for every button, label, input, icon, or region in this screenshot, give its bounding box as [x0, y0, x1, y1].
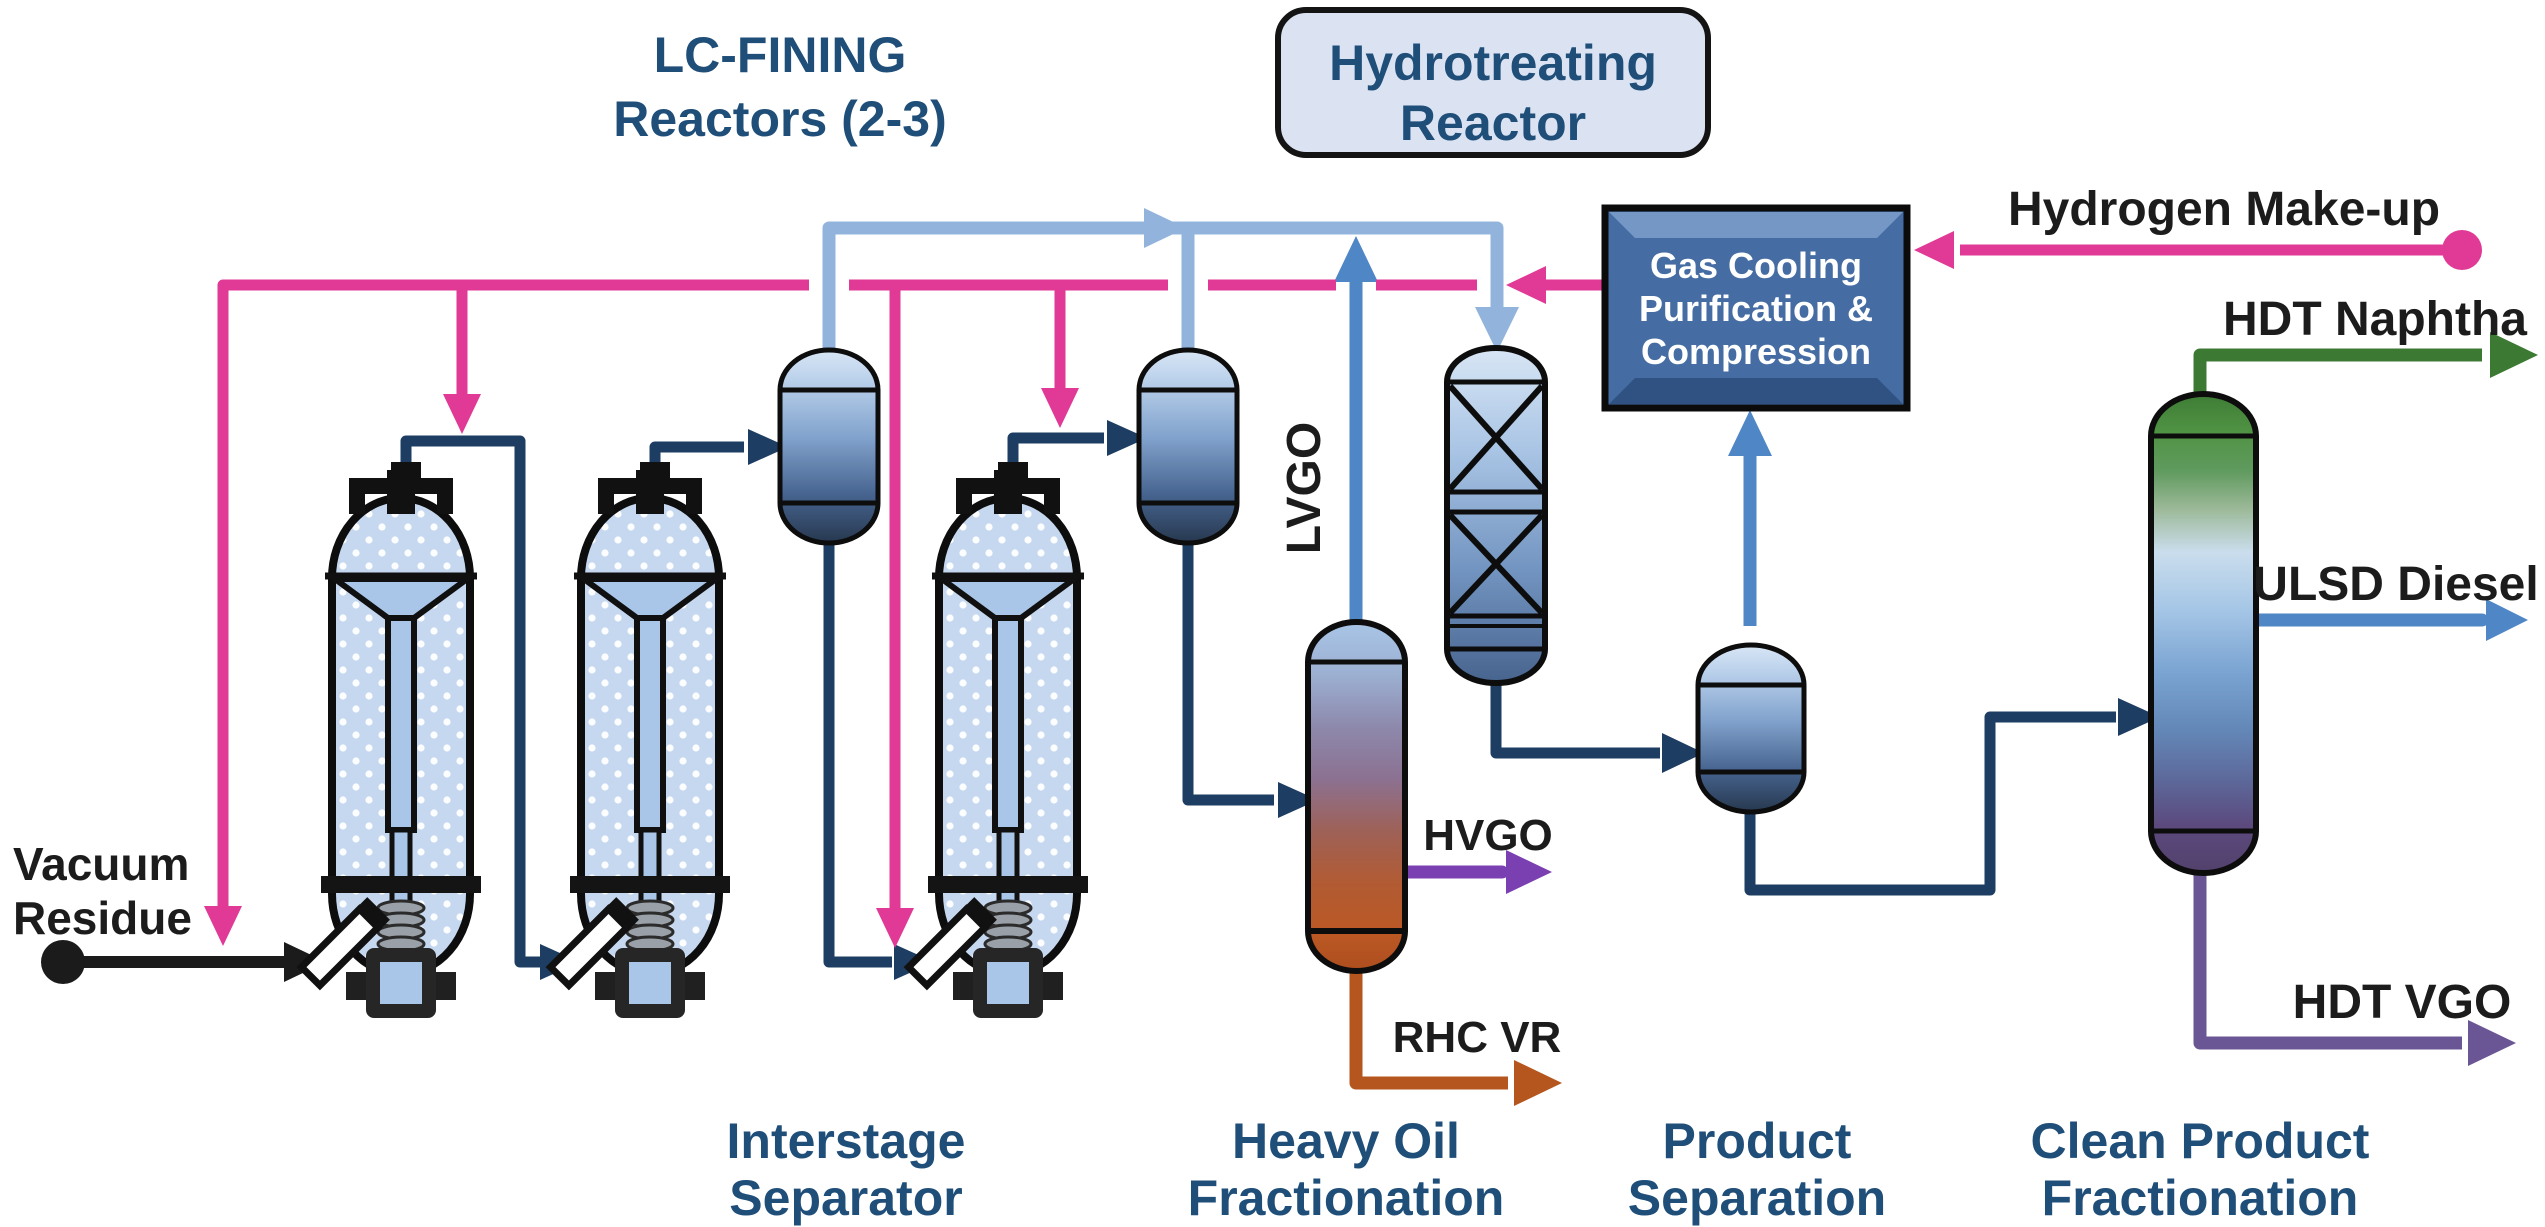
- label-lvgo: LVGO: [1278, 422, 1331, 554]
- vacuum-residue-origin-dot: [41, 940, 85, 984]
- packed-bed-x-marks: [1447, 384, 1545, 616]
- heavy-oil-fractionation-column: [1305, 619, 1408, 974]
- interstage-separator-1: [780, 350, 878, 543]
- label-gas-cooling-line2: Purification &: [1639, 288, 1873, 329]
- pipe-hdt-vgo: [2193, 866, 2462, 1050]
- rhc-vr-line: [1349, 962, 1562, 1106]
- arrowhead-into-separator2: [1107, 420, 1147, 456]
- arrowhead-rhc-vr: [1514, 1060, 1562, 1106]
- medium-blue-lines: [1334, 236, 2528, 641]
- arrowhead-lvgo: [1334, 236, 1378, 282]
- label-gas-cooling-line1: Gas Cooling: [1650, 245, 1862, 286]
- hvgo-line: [1398, 850, 1552, 894]
- box-bevel-bottom: [1609, 378, 1903, 404]
- label-hydrotreating-line1: Hydrotreating: [1329, 35, 1657, 91]
- lc-fining-reactor-3: [906, 462, 1088, 1018]
- arrowhead-hdt-naphtha: [2490, 332, 2538, 378]
- label-hdt-naphtha: HDT Naphtha: [2223, 293, 2527, 346]
- hdt-vgo-line: [2193, 866, 2516, 1066]
- pipe-separator1-to-reactor3: [823, 538, 892, 968]
- lc-fining-reactor-2: [548, 462, 730, 1018]
- label-interstage-line2: Separator: [729, 1170, 962, 1226]
- pipe-separator2-to-heavy-oil-column: [1182, 538, 1274, 806]
- label-clean-product-line1: Clean Product: [2031, 1113, 2370, 1169]
- arrowhead-into-separator1: [748, 429, 788, 465]
- arrowhead-h2-quench3: [1041, 388, 1079, 428]
- arrowhead-hdt-vgo: [2468, 1020, 2516, 1066]
- label-hdt-vgo: HDT VGO: [2293, 976, 2512, 1029]
- label-clean-product-line2: Fractionation: [2042, 1170, 2359, 1226]
- arrowhead-h2-quench1: [443, 394, 481, 434]
- arrowhead-into-hydrotreater: [1475, 307, 1519, 352]
- label-lc-fining-line1: LC-FINING: [654, 27, 907, 83]
- hydrogen-lines: [204, 230, 2482, 948]
- vacuum-residue-feed-line: [41, 940, 326, 984]
- arrowhead-into-gas-cooling: [1728, 410, 1772, 456]
- light-blue-vapor-lines: [822, 208, 1519, 352]
- arrowhead-hvgo: [1506, 850, 1552, 894]
- label-lc-fining-line2: Reactors (2-3): [613, 91, 946, 147]
- pipe-hydrotreater-to-product-separator: [1490, 676, 1660, 759]
- label-hydrotreating-line2: Reactor: [1400, 95, 1586, 151]
- pipe-rhc-vr: [1349, 962, 1508, 1090]
- label-rhc-vr: RHC VR: [1393, 1013, 1562, 1062]
- arrowhead-h2-to-feed: [204, 906, 242, 946]
- arrowhead-into-product-separator: [1662, 733, 1704, 773]
- hydrogen-makeup-origin-dot: [2442, 230, 2482, 270]
- label-hydrogen-makeup: Hydrogen Make-up: [2008, 183, 2440, 236]
- hydrotreating-label-box: [1275, 7, 1711, 158]
- arrowhead-makeup-into-box: [1914, 231, 1954, 269]
- pipe-recycle-h2-seg5: [217, 279, 809, 928]
- arrowhead-h2-quench2: [876, 908, 914, 948]
- product-separation-vessel: [1695, 642, 1807, 815]
- arrowhead-vapor-header: [1144, 208, 1186, 248]
- box-bevel-top: [1609, 212, 1903, 238]
- arrowhead-recycle-h2: [1506, 266, 1546, 304]
- label-hvgo: HVGO: [1423, 811, 1553, 860]
- pipe-reactor3-to-separator2: [1007, 432, 1104, 470]
- label-heavy-oil-line1: Heavy Oil: [1232, 1113, 1460, 1169]
- navy-process-lines: [400, 420, 2160, 980]
- label-gas-cooling-line3: Compression: [1641, 331, 1871, 372]
- gas-cooling-box: [1601, 204, 1911, 412]
- interstage-separator-2: [1139, 350, 1237, 543]
- label-ulsd-diesel: ULSD Diesel: [2253, 558, 2538, 611]
- arrowhead-into-heavy-oil-column: [1278, 782, 1318, 818]
- label-vacuum-residue-line1: Vacuum: [13, 838, 189, 890]
- lc-fining-reactor-1: [299, 462, 481, 1018]
- pipe-product-separator-to-clean-column: [1744, 711, 2116, 896]
- clean-product-fractionation-column: [2148, 391, 2259, 876]
- label-vacuum-residue-line2: Residue: [13, 892, 192, 944]
- hdt-naphtha-line: [2193, 332, 2538, 400]
- arrowhead-ulsd-diesel: [2486, 599, 2528, 641]
- pipe-hdt-naphtha: [2193, 348, 2482, 400]
- pipe-reactor1-to-reactor2: [400, 435, 550, 968]
- label-product-separation-line2: Separation: [1628, 1170, 1886, 1226]
- label-interstage-line1: Interstage: [727, 1113, 966, 1169]
- label-product-separation-line1: Product: [1663, 1113, 1852, 1169]
- label-heavy-oil-line2: Fractionation: [1188, 1170, 1505, 1226]
- arrowhead-into-clean-column: [2118, 698, 2160, 736]
- hydrotreating-reactor-column: [1444, 345, 1548, 686]
